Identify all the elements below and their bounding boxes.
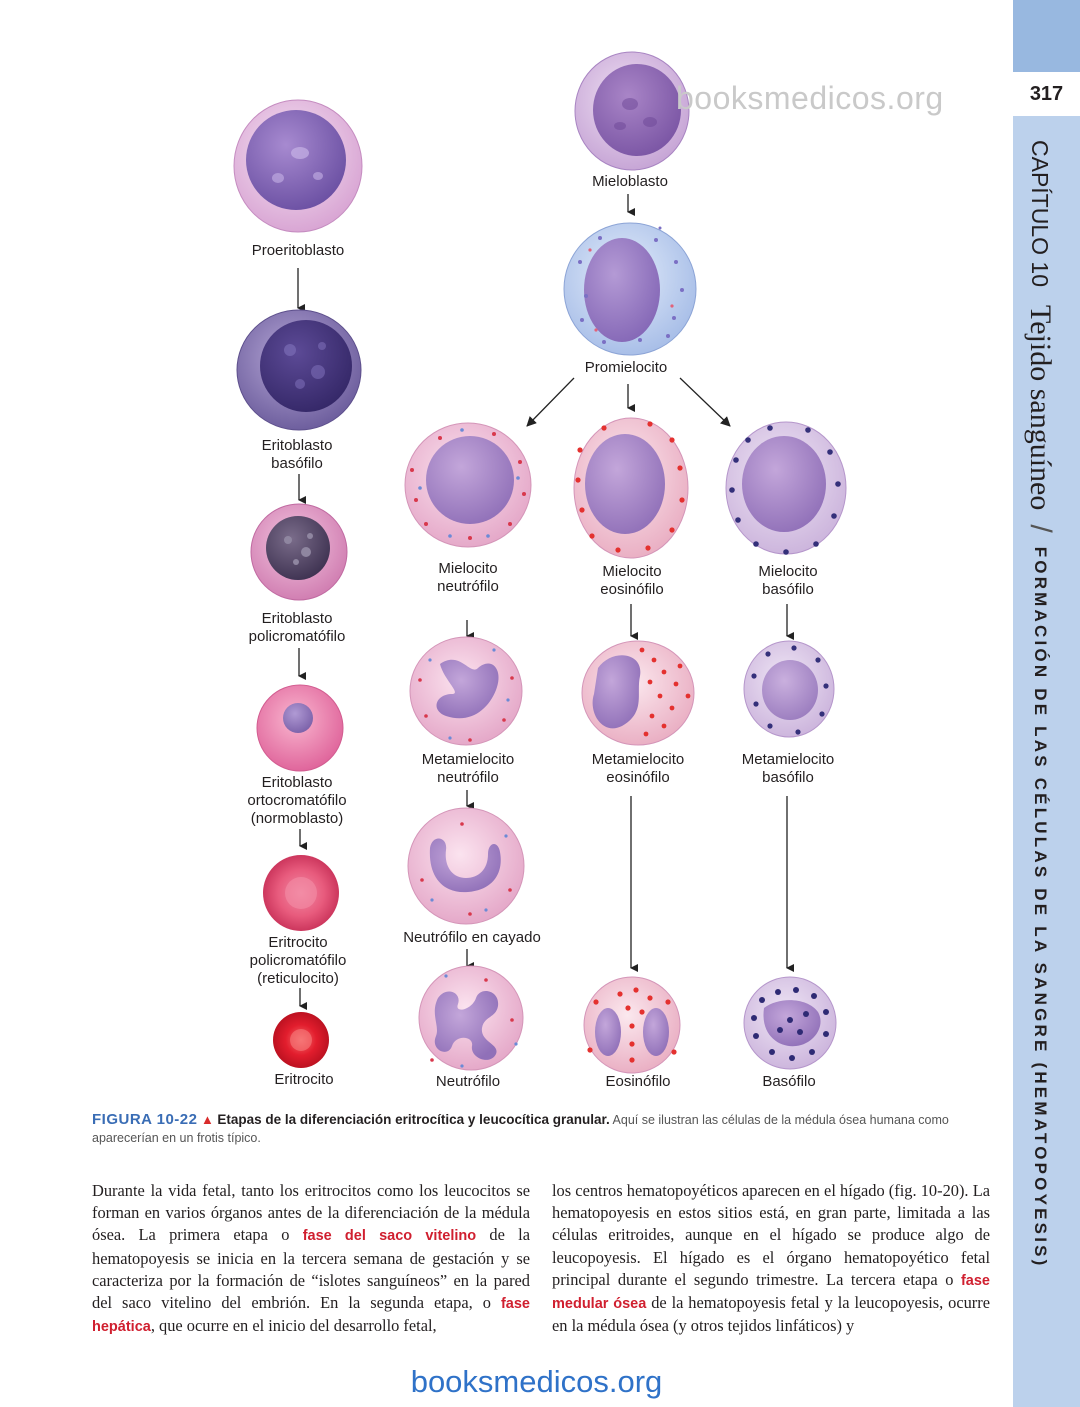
label-eosinophilic-metamyelocyte: Metamielocito eosinófilo xyxy=(591,751,685,786)
caption-label: FIGURA 10-22 xyxy=(92,1111,198,1128)
body-text: los centros hematopoyéticos aparecen en … xyxy=(552,1181,990,1289)
body-column-right: los centros hematopoyéticos aparecen en … xyxy=(552,1180,990,1337)
figure-watermark: booksmedicos.org xyxy=(676,80,944,116)
label-eosinophil: Eosinófilo xyxy=(605,1073,671,1090)
label-basophilic-erythroblast: Eritoblasto basófilo xyxy=(261,437,333,472)
label-polychromatophilic-erythroblast: Eritoblasto policromatófilo xyxy=(248,610,346,645)
label-band-neutrophil: Neutrófilo en cayado xyxy=(403,929,541,946)
caption-text: Aquí se ilustran las células de la médul… xyxy=(92,1113,949,1145)
proerythroblast-cell xyxy=(233,99,363,233)
label-eosinophilic-myelocyte: Mielocito eosinófilo xyxy=(600,563,664,598)
footer-watermark: booksmedicos.org xyxy=(410,1364,663,1399)
reticulocyte-cell xyxy=(263,855,339,931)
section-title: FORMACIÓN DE LAS CÉLULAS DE LA SANGRE (H… xyxy=(1031,546,1050,1269)
label-neutrophilic-metamyelocyte: Metamielocito neutrófilo xyxy=(421,751,515,786)
eosinophil-cell xyxy=(583,976,681,1074)
polychromatophilic-erythroblast-cell xyxy=(250,503,348,601)
term-yolk-sac-phase: fase del saco vitelino xyxy=(302,1228,477,1245)
label-neutrophil: Neutrófilo xyxy=(435,1073,501,1090)
page-number: 317 xyxy=(1029,82,1064,105)
body-text: Durante la vida fetal, tanto los eritroc… xyxy=(92,1181,530,1245)
body-text: de la hematopoyesis se inicia en la terc… xyxy=(92,1225,530,1313)
figure-caption: FIGURA 10-22 ▲ Etapas de la diferenciaci… xyxy=(92,1111,992,1147)
chapter-title: Tejido sanguíneo xyxy=(1024,305,1057,511)
header-separator: / xyxy=(1024,524,1057,533)
body-text: de la hematopoyesis fetal y la leucopoye… xyxy=(552,1293,990,1336)
label-neutrophilic-myelocyte: Mielocito neutrófilo xyxy=(437,560,499,595)
label-basophilic-metamyelocyte: Metamielocito basófilo xyxy=(741,751,835,786)
chapter-number: CAPÍTULO 10 xyxy=(1027,140,1054,287)
hematopoiesis-illustration xyxy=(233,51,847,1074)
erythrocyte-cell xyxy=(273,1012,329,1068)
caption-title: Etapas de la diferenciación eritrocítica… xyxy=(217,1112,610,1127)
side-tab-top xyxy=(1013,0,1080,72)
basophilic-erythroblast-cell xyxy=(236,309,362,431)
body-column-left: Durante la vida fetal, tanto los eritroc… xyxy=(92,1180,530,1338)
orthochromatophilic-erythroblast-cell xyxy=(256,684,344,772)
basophilic-myelocyte-cell xyxy=(725,421,847,555)
myeloblast-cell xyxy=(574,51,690,171)
term-bone-marrow-phase: fase medular ósea xyxy=(552,1272,990,1313)
label-myeloblast: Mieloblasto xyxy=(592,173,668,190)
promyelocyte-cell xyxy=(563,222,697,356)
eosinophilic-myelocyte-cell xyxy=(573,417,689,559)
figure-10-22: booksmedicos.org Proeritoblasto Eritobla… xyxy=(233,51,944,1090)
label-basophilic-myelocyte: Mielocito basófilo xyxy=(758,563,818,598)
term-hepatic-phase: fase hepática xyxy=(92,1296,530,1336)
label-basophil: Basófilo xyxy=(762,1073,816,1090)
caption-marker-icon: ▲ xyxy=(200,1112,214,1127)
band-neutrophil-cell xyxy=(407,807,525,925)
label-promyelocyte: Promielocito xyxy=(584,359,668,376)
label-reticulocyte: Eritrocito policromatófilo (reticulocito… xyxy=(249,934,347,987)
running-header: CAPÍTULO 10 Tejido sanguíneo / FORMACIÓN… xyxy=(1024,140,1057,1269)
label-erythrocyte: Eritrocito xyxy=(274,1071,334,1088)
side-tab-band xyxy=(1013,116,1080,1407)
neutrophilic-metamyelocyte-cell xyxy=(409,636,523,746)
neutrophilic-myelocyte-cell xyxy=(404,422,532,548)
label-orthochromatophilic-erythroblast: Eritoblasto ortocromatófilo (normoblasto… xyxy=(247,774,347,827)
body-text: , que ocurre en el inicio del desarrollo… xyxy=(150,1316,437,1336)
neutrophil-cell xyxy=(418,965,524,1071)
eosinophilic-metamyelocyte-cell xyxy=(581,640,695,746)
label-proerythroblast: Proeritoblasto xyxy=(251,242,345,259)
basophilic-metamyelocyte-cell xyxy=(743,640,835,738)
basophil-cell xyxy=(743,976,837,1070)
